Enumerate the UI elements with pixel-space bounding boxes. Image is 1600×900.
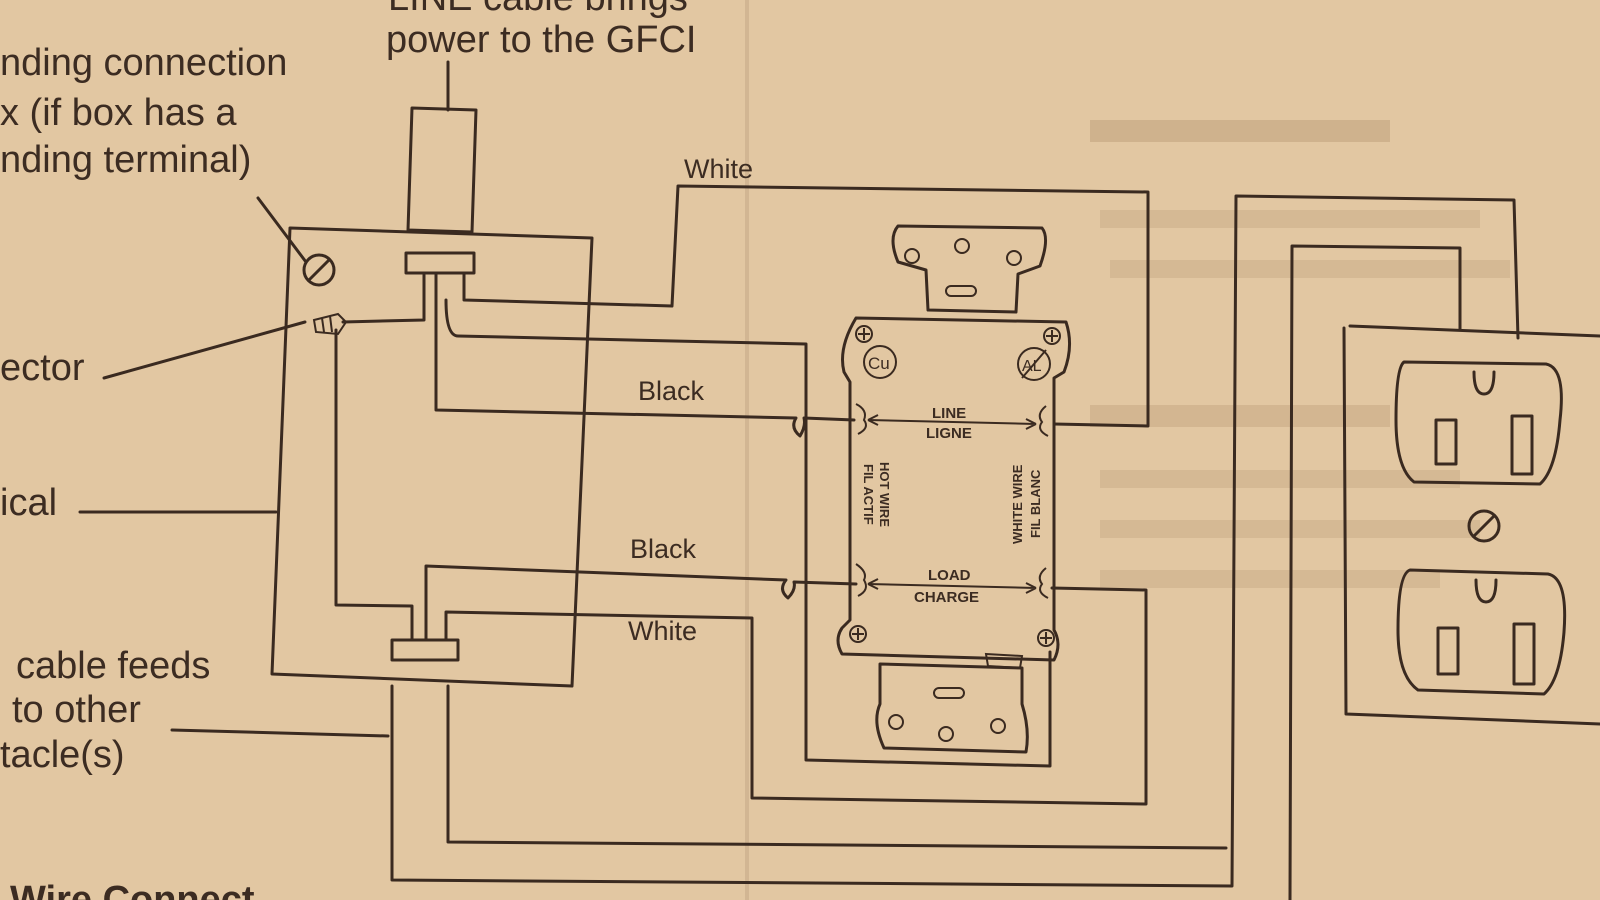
section-heading: Wire Connect	[10, 879, 255, 900]
copper-label: Cu	[868, 354, 890, 373]
electrical-box-label: ical	[0, 482, 57, 524]
aluminum-crossed-out	[1021, 349, 1047, 379]
load-cable-inner-b	[1288, 244, 1462, 900]
electrical-box	[270, 226, 594, 688]
ground-slot-bottom	[1474, 578, 1498, 604]
load-cable-outer	[390, 194, 1520, 888]
corner-screw-icon	[849, 325, 1061, 647]
line-cable-clamp	[404, 251, 476, 275]
bleed-through-text	[1090, 120, 1510, 588]
hot-wire-label: HOT WIRE	[877, 462, 892, 527]
slot-hot-bottom	[1512, 622, 1536, 686]
ligne-label: LIGNE	[926, 425, 972, 442]
load-label: LOAD	[928, 567, 971, 584]
grounding-label-2: x (if box has a	[0, 92, 237, 134]
line-cable-label-1: LINE cable brings	[388, 0, 688, 19]
charge-label: CHARGE	[914, 589, 979, 606]
load-cable-label-2: to other	[12, 689, 141, 731]
black-line-wire	[434, 272, 856, 438]
white-line-wire	[462, 184, 1150, 428]
terminal-screw-icon	[855, 403, 1049, 599]
box-outline-wire	[444, 298, 1052, 768]
fil-blanc-label: FIL BLANC	[1028, 469, 1043, 538]
load-cable-inner-a	[446, 684, 1228, 850]
white-load-wire	[444, 586, 1148, 806]
paper-fold	[745, 0, 749, 900]
wire-label-white-top: White	[684, 154, 753, 184]
white-wire-label: WHITE WIRE	[1010, 464, 1025, 544]
grounding-label-1: nding connection	[0, 42, 287, 84]
wire-label-black-top: Black	[638, 376, 705, 406]
grounding-label-3: nding terminal)	[0, 139, 251, 181]
downstream-receptacle	[1342, 324, 1600, 726]
ground-slot-top	[1472, 370, 1496, 396]
line-arrow	[867, 414, 1037, 430]
ground-pigtail-load	[334, 328, 414, 642]
black-load-wire	[424, 564, 858, 642]
connector-label: ector	[0, 347, 85, 389]
load-arrow	[867, 578, 1037, 594]
outlet-bottom	[1396, 568, 1567, 696]
load-cable-label-1: cable feeds	[16, 645, 210, 687]
line-cable-label-2: power to the GFCI	[386, 19, 696, 61]
slot-neutral-top	[1434, 418, 1458, 466]
grounding-screw-icon	[302, 253, 336, 287]
wire-label-black-bottom: Black	[630, 534, 697, 564]
line-cable-sheath	[406, 106, 478, 234]
wire-nut-icon	[312, 312, 348, 336]
fil-actif-label: FIL ACTIF	[861, 464, 876, 525]
line-label: LINE	[932, 405, 966, 422]
load-cable-clamp	[390, 638, 460, 662]
center-screw-icon	[1467, 509, 1501, 543]
ground-pigtail-line	[341, 273, 426, 324]
wire-label-white-bottom: White	[628, 616, 697, 646]
copper-icon	[863, 345, 897, 379]
slot-hot-top	[1510, 414, 1534, 476]
aluminum-icon	[1017, 347, 1051, 381]
gfci-receptacle: Cu AL LINE LIGNE LOAD CHARGE HOT WIRE FI…	[836, 224, 1071, 754]
leader-lines	[78, 60, 450, 738]
slot-neutral-bottom	[1436, 626, 1460, 676]
load-cable-label-3: tacle(s)	[0, 734, 125, 776]
outlet-top	[1394, 360, 1563, 486]
